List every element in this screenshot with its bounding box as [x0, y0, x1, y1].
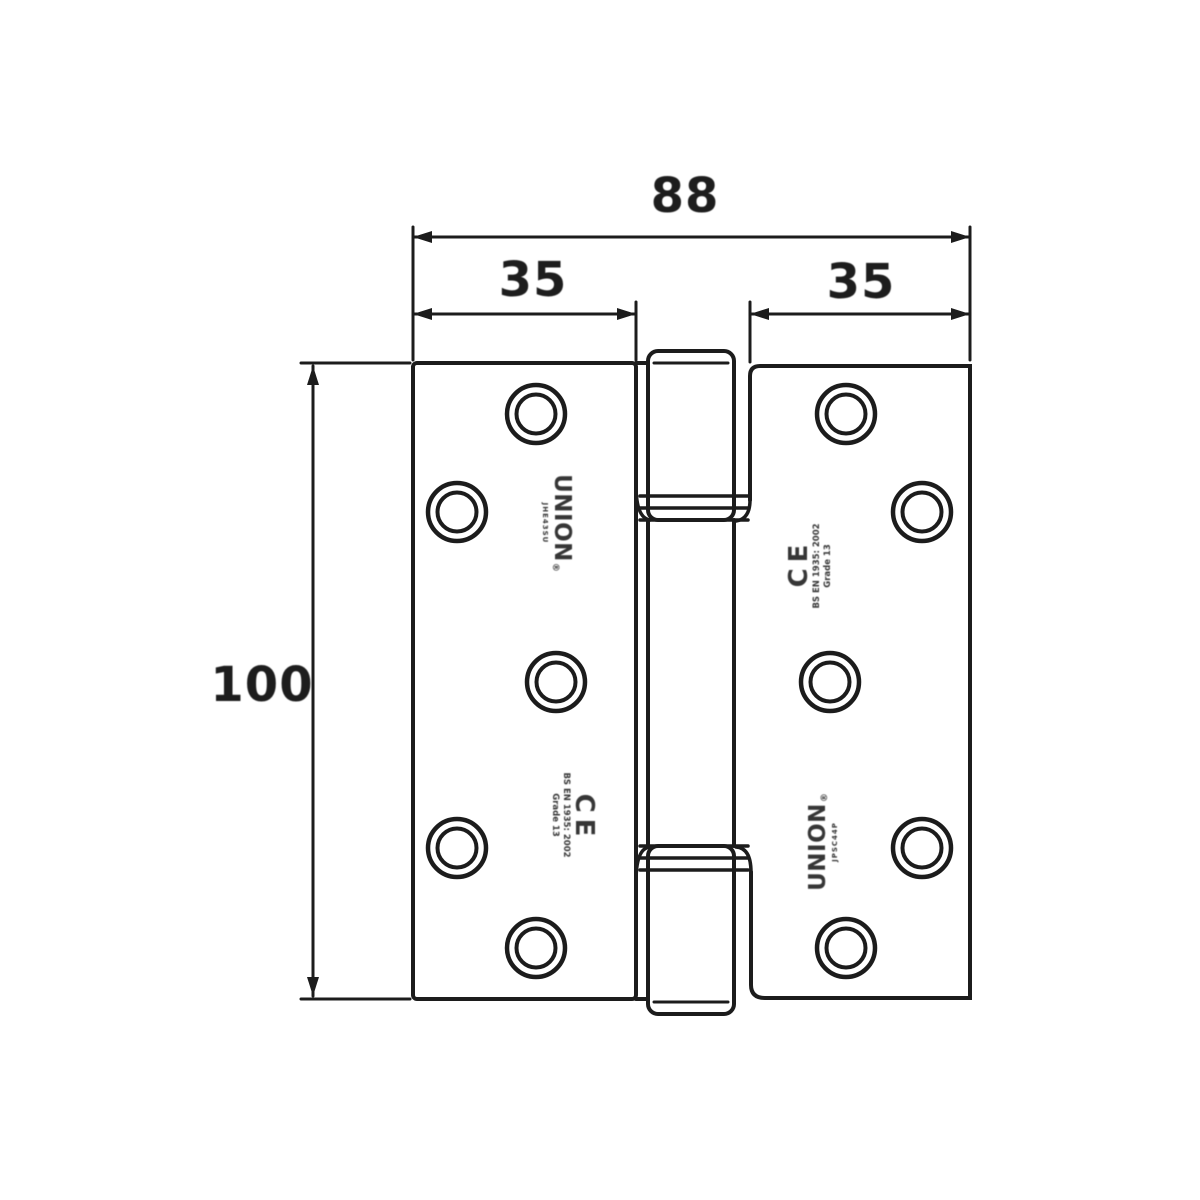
ce-mark: CE [784, 538, 815, 588]
screw-hole [890, 480, 954, 544]
knuckle-joint-lower [634, 844, 753, 884]
screw-hole [504, 916, 568, 980]
union-brand-stamp-right: UNION ® JPSC44P [798, 782, 848, 902]
union-logo-text: UNION [549, 474, 575, 562]
arrowhead-left [750, 308, 769, 320]
grade-text: Grade 13 [823, 544, 833, 588]
product-code: JPSC44P [831, 822, 839, 862]
registered-trademark-icon: ® [550, 562, 560, 572]
union-logo: UNION ® [805, 793, 831, 891]
standard-text: BS EN 1935: 2002 [560, 772, 571, 858]
knuckle-joint-upper [634, 483, 752, 523]
dim-height-label: 100 [210, 657, 314, 713]
left-leaf [411, 361, 638, 1001]
arrowhead-right [951, 308, 970, 320]
arrowhead-right [617, 308, 636, 320]
union-brand-stamp-left: UNION ® JHE43SU [537, 463, 577, 583]
screw-holes [425, 382, 954, 980]
screw-hole [798, 650, 862, 714]
dim-right-leaf-width [748, 300, 972, 364]
dim-right-leaf-width-label: 35 [826, 254, 896, 310]
product-code: JHE43SU [541, 502, 549, 544]
screw-hole [890, 816, 954, 880]
joint-curve-left [634, 483, 652, 522]
ce-mark: CE [568, 793, 599, 843]
union-logo: UNION ® [549, 474, 575, 572]
joint-curve-left [634, 845, 652, 884]
screw-hole [814, 382, 878, 446]
screw-hole [524, 650, 588, 714]
screw-hole [814, 916, 878, 980]
joint-curve-right [734, 498, 752, 523]
arrowhead-top [307, 366, 319, 385]
arrowhead-left [413, 231, 432, 243]
dim-overall-width [411, 225, 972, 362]
grade-text: Grade 13 [550, 793, 560, 837]
screw-hole [504, 382, 568, 446]
dim-overall-width-label: 88 [650, 168, 720, 224]
arrowhead-right [951, 231, 970, 243]
dim-left-leaf-width [411, 300, 638, 362]
registered-trademark-icon: ® [820, 793, 830, 803]
screw-hole [425, 480, 489, 544]
dim-left-leaf-width-label: 35 [498, 252, 568, 308]
joint-curve-right [734, 845, 753, 874]
dim-height [299, 361, 412, 1001]
standard-text: BS EN 1935: 2002 [812, 523, 823, 609]
screw-hole [425, 816, 489, 880]
ce-certification-stamp-left: CE BS EN 1935: 2002 Grade 13 [544, 750, 602, 880]
arrowhead-bottom [307, 977, 319, 996]
arrowhead-left [413, 308, 432, 320]
ce-certification-stamp-right: CE BS EN 1935: 2002 Grade 13 [781, 508, 839, 624]
union-logo-text: UNION [805, 803, 831, 891]
